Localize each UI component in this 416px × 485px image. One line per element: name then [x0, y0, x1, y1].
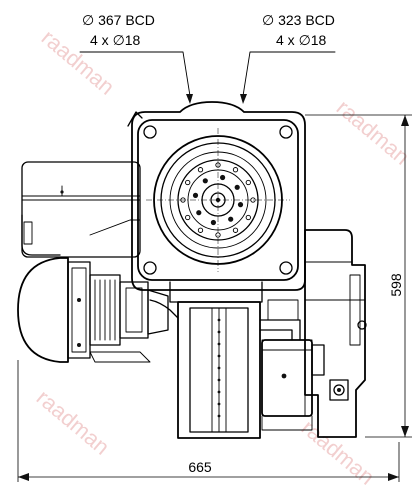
height-dimension-value: 598 — [388, 273, 404, 297]
inlet-box — [177, 301, 261, 439]
damper-scale-mark — [217, 402, 221, 406]
height-arrow-bottom — [401, 426, 409, 437]
diffuser-slot — [185, 179, 191, 186]
diffuser-slot — [185, 214, 191, 221]
watermark-text-4: raadman — [297, 415, 380, 485]
sight-glass-box — [329, 379, 349, 401]
width-arrow-right — [388, 473, 399, 481]
diffuser-inner-hole — [210, 219, 216, 226]
flange-bolt-hole-br — [279, 261, 293, 275]
diffuser-slot — [197, 167, 204, 173]
diffuser-inner-hole — [202, 178, 208, 184]
damper-scale-mark — [217, 354, 221, 358]
diffuser-slot — [245, 179, 251, 186]
bcd-right-holes-label: 4 x ∅18 — [276, 32, 327, 48]
bcd-right-leader-arrow — [240, 94, 247, 104]
diffuser-inner-hole — [228, 216, 234, 222]
damper-scale-mark — [217, 318, 221, 322]
motor-housing — [21, 161, 141, 258]
diffuser-inner-hole — [237, 202, 244, 208]
height-dimension: 598 — [305, 114, 412, 438]
motor-foot — [89, 351, 151, 363]
diffuser-slot — [232, 227, 239, 233]
flange-bolt-hole-tl — [143, 125, 157, 139]
housing-collar — [169, 281, 263, 303]
control-box — [304, 229, 367, 438]
diffuser-slot — [232, 167, 239, 173]
actuator-connector — [311, 344, 325, 376]
pump-head — [147, 289, 169, 335]
width-dimension-value: 665 — [188, 459, 212, 475]
bcd-right-diameter-label: ∅ 323 BCD — [262, 12, 335, 28]
bcd-right-leader-line — [242, 51, 336, 97]
flange-bolt-hole-tr — [279, 125, 293, 139]
end-cover-screw-2 — [77, 343, 81, 347]
damper-scale-marks — [217, 318, 221, 418]
width-dimension: 665 — [17, 360, 400, 482]
bcd-left-holes-label: 4 x ∅18 — [90, 32, 141, 48]
center-lines — [146, 128, 290, 272]
damper-scale-mark — [217, 414, 221, 418]
bcd-left-annotation: ∅ 367 BCD 4 x ∅18 — [79, 12, 193, 104]
control-box-panel — [349, 274, 361, 346]
motor-end-cover — [17, 257, 169, 363]
gas-pipe-lower — [259, 329, 293, 341]
damper-scale-mark — [217, 342, 221, 346]
inlet-left-curve — [149, 299, 179, 319]
sight-glass-center — [337, 388, 341, 392]
actuator-base — [261, 415, 313, 431]
bcd-left-leader-arrow — [186, 94, 193, 104]
control-box-outline — [304, 229, 366, 438]
sight-glass — [333, 384, 345, 396]
damper-scale-mark — [217, 330, 221, 334]
mounting-flange — [137, 119, 299, 281]
servo-actuator — [261, 339, 325, 431]
diffuser-inner-hole — [220, 174, 226, 181]
diffuser-inner-hole — [192, 192, 199, 198]
air-housing — [127, 101, 306, 303]
diffuser-inner-hole — [196, 210, 202, 216]
actuator-indicator — [281, 373, 287, 379]
end-cover-inner-ring — [71, 267, 87, 353]
damper-scale-mark — [217, 390, 221, 394]
watermark-text-2: raadman — [332, 95, 415, 170]
watermark-text-3: raadman — [32, 385, 115, 460]
end-cover-screw-1 — [77, 298, 81, 302]
control-knob — [357, 320, 367, 330]
pipe-clamp — [267, 299, 299, 321]
diffuser-holes — [180, 162, 256, 238]
lifting-lug — [127, 111, 143, 127]
housing-outline — [131, 101, 306, 291]
watermark: raadman raadman raadman raadman — [32, 25, 415, 485]
diffuser-slot — [245, 214, 251, 221]
motor-diagonal — [89, 219, 141, 236]
width-arrow-left — [18, 473, 29, 481]
damper-scale-mark — [217, 366, 221, 370]
pump-body-inner — [125, 287, 143, 333]
diffuser-inner-hole — [234, 184, 240, 190]
bcd-left-leader-line — [79, 51, 191, 97]
fan-motor — [21, 161, 141, 258]
gas-pipe — [259, 299, 301, 341]
end-cover-dome — [17, 257, 69, 363]
damper-scale-mark — [217, 378, 221, 382]
diffuser-slot — [197, 227, 204, 233]
motor-housing-lower — [21, 214, 61, 256]
air-inlet-pedestal — [149, 299, 261, 439]
motor-side-clip — [23, 221, 33, 245]
flange-bolt-hole-bl — [143, 261, 157, 275]
bcd-left-diameter-label: ∅ 367 BCD — [82, 12, 155, 28]
height-arrow-top — [401, 115, 409, 126]
bcd-right-annotation: ∅ 323 BCD 4 x ∅18 — [240, 12, 336, 104]
motor-screw — [60, 190, 64, 194]
